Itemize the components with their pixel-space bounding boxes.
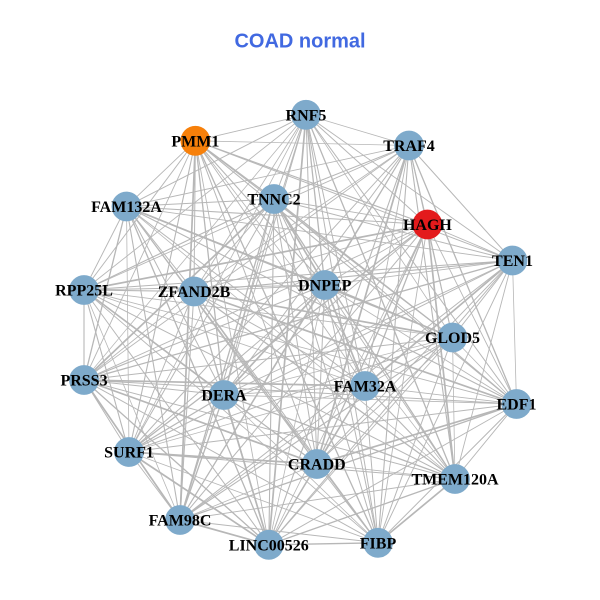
svg-text:TEN1: TEN1: [492, 253, 533, 270]
svg-text:HAGH: HAGH: [403, 217, 452, 234]
svg-text:FAM98C: FAM98C: [149, 513, 212, 530]
svg-text:EDF1: EDF1: [497, 397, 537, 414]
svg-text:PRSS3: PRSS3: [60, 373, 107, 390]
svg-text:SURF1: SURF1: [104, 445, 154, 462]
svg-text:RPP25L: RPP25L: [55, 283, 113, 300]
svg-text:FAM132A: FAM132A: [91, 199, 162, 216]
svg-text:COAD normal: COAD normal: [234, 31, 365, 53]
svg-text:TMEM120A: TMEM120A: [411, 472, 499, 489]
svg-text:FAM32A: FAM32A: [334, 379, 397, 396]
svg-text:LINC00526: LINC00526: [229, 537, 309, 554]
svg-text:DNPEP: DNPEP: [298, 278, 352, 295]
svg-text:CRADD: CRADD: [288, 457, 346, 474]
svg-text:GLOD5: GLOD5: [425, 330, 480, 347]
svg-text:RNF5: RNF5: [286, 107, 327, 124]
svg-text:TRAF4: TRAF4: [383, 138, 435, 155]
svg-text:DERA: DERA: [201, 388, 247, 405]
svg-text:TNNC2: TNNC2: [247, 192, 300, 209]
svg-text:FIBP: FIBP: [360, 535, 397, 552]
svg-text:ZFAND2B: ZFAND2B: [158, 284, 231, 301]
svg-text:PMM1: PMM1: [171, 133, 219, 150]
